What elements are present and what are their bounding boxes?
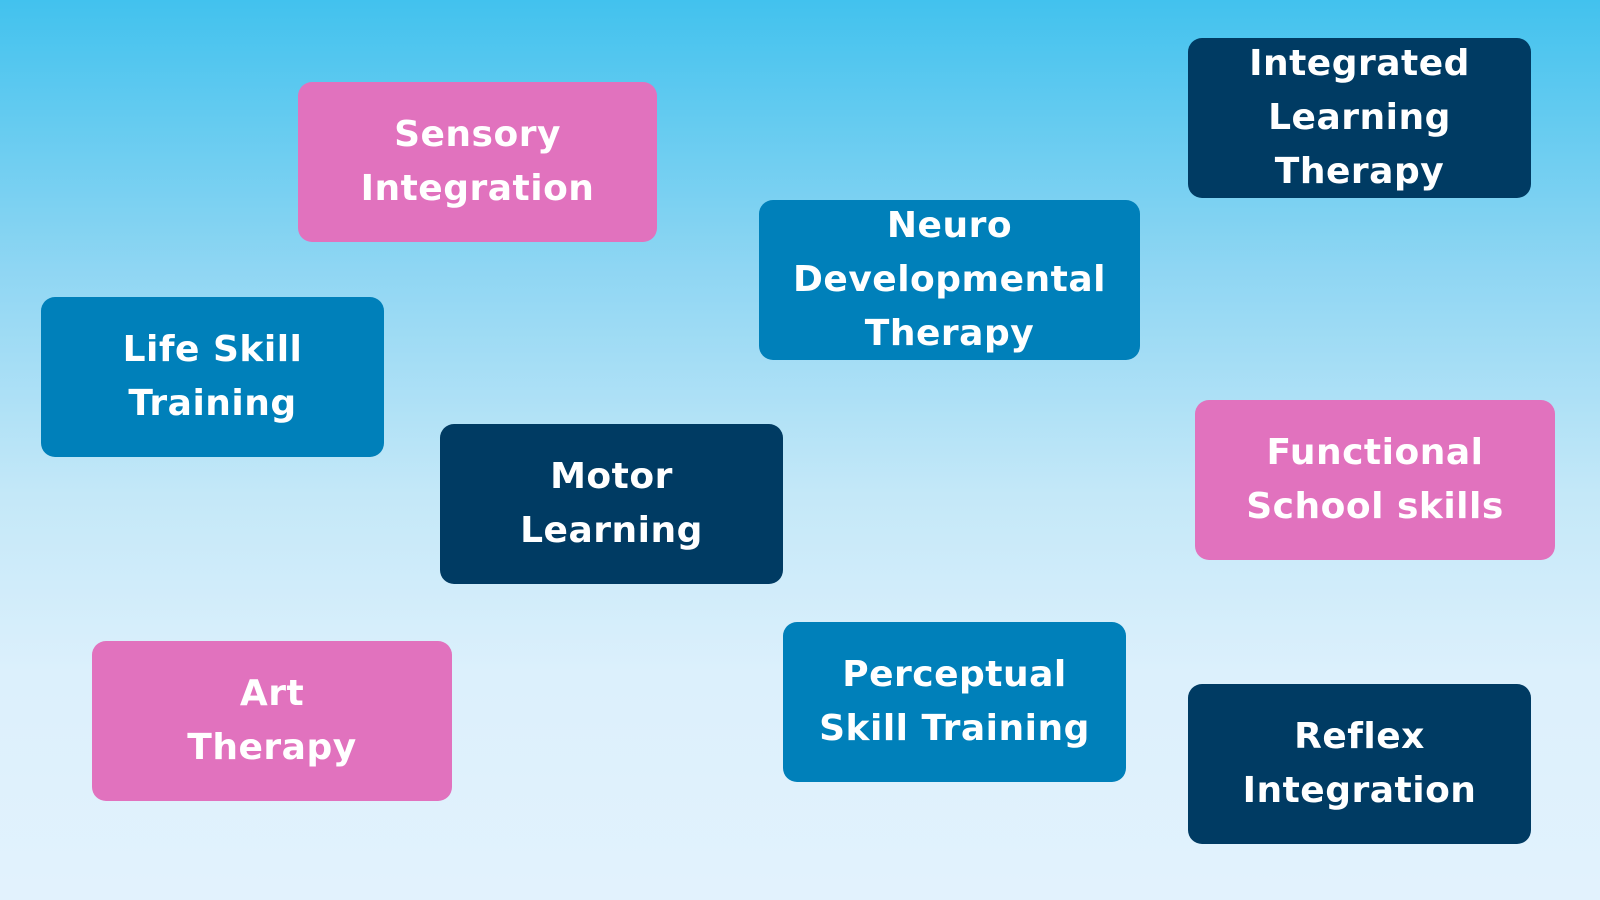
card-art-therapy: Art Therapy: [92, 641, 452, 801]
card-reflex-integration: Reflex Integration: [1188, 684, 1531, 844]
card-motor-learning: Motor Learning: [440, 424, 783, 584]
card-line: Skill Training: [819, 708, 1090, 749]
card-line: Neuro Developmental: [793, 205, 1106, 300]
card-line: Therapy: [187, 727, 357, 768]
card-line: Therapy: [864, 313, 1035, 354]
card-line: Integration: [1242, 770, 1477, 811]
card-line: Sensory: [394, 114, 561, 155]
card-line: Integrated: [1249, 43, 1470, 84]
card-functional-school-skills: Functional School skills: [1195, 400, 1555, 560]
card-neuro-developmental-therapy: Neuro Developmental Therapy: [759, 200, 1140, 360]
card-integrated-learning-therapy: Integrated Learning Therapy: [1188, 38, 1531, 198]
card-line: Integration: [360, 168, 595, 209]
card-line: Reflex: [1294, 716, 1425, 757]
card-line: School skills: [1246, 486, 1504, 527]
card-line: Learning Therapy: [1268, 97, 1451, 192]
card-sensory-integration: Sensory Integration: [298, 82, 657, 242]
card-line: Functional: [1266, 432, 1484, 473]
card-perceptual-skill-training: Perceptual Skill Training: [783, 622, 1126, 782]
card-line: Life Skill: [122, 329, 303, 370]
card-line: Motor: [550, 456, 673, 497]
card-line: Learning: [520, 510, 703, 551]
card-line: Art: [239, 673, 305, 714]
card-line: Perceptual: [842, 654, 1067, 695]
card-line: Training: [128, 383, 297, 424]
card-life-skill-training: Life Skill Training: [41, 297, 384, 457]
